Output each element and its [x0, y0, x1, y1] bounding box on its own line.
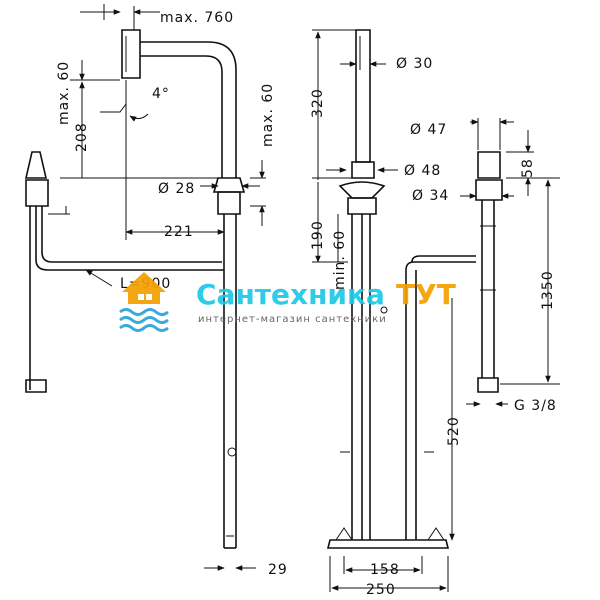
dim-dia-30: Ø 30	[396, 56, 433, 72]
dim-221: 221	[164, 224, 194, 240]
dim-max-60-right: max. 60	[260, 83, 276, 147]
dim-250: 250	[366, 582, 396, 598]
dim-max-760: max. 760	[160, 10, 234, 26]
watermark-title: Сантехника	[196, 278, 385, 311]
dim-max-60-left: max. 60	[56, 61, 72, 125]
dim-dia-47: Ø 47	[410, 122, 447, 138]
dispenser-dimension-lines	[460, 118, 560, 407]
front-dimension-lines	[312, 29, 455, 592]
dim-320: 320	[310, 88, 326, 118]
dim-dia-48: Ø 48	[404, 163, 441, 179]
dim-29: 29	[268, 562, 288, 578]
dim-520: 520	[446, 416, 462, 446]
mixer-dimension-lines	[48, 4, 266, 571]
dim-190: 190	[310, 220, 326, 250]
mixer-side-view	[24, 29, 246, 549]
watermark-title-accent: ТУТ	[396, 278, 456, 311]
dim-dia-34: Ø 34	[412, 188, 449, 204]
house-icon	[122, 272, 166, 304]
dispenser-view	[475, 151, 503, 393]
dim-angle-4: 4°	[152, 86, 170, 102]
watermark-logo: Сантехника ТУТ интернет-магазин сантехни…	[119, 272, 456, 332]
watermark-subtitle: интернет-магазин сантехники	[198, 314, 387, 325]
dim-1350: 1350	[540, 270, 556, 310]
dim-208: 208	[74, 122, 90, 152]
dim-min-60: min. 60	[332, 230, 348, 290]
waves-icon	[119, 308, 169, 332]
mixer-front-view	[326, 29, 476, 549]
dim-g-3-8: G 3/8	[514, 398, 557, 414]
dim-158: 158	[370, 562, 400, 578]
dim-dia-28: Ø 28	[158, 181, 195, 197]
dim-58: 58	[520, 158, 536, 178]
